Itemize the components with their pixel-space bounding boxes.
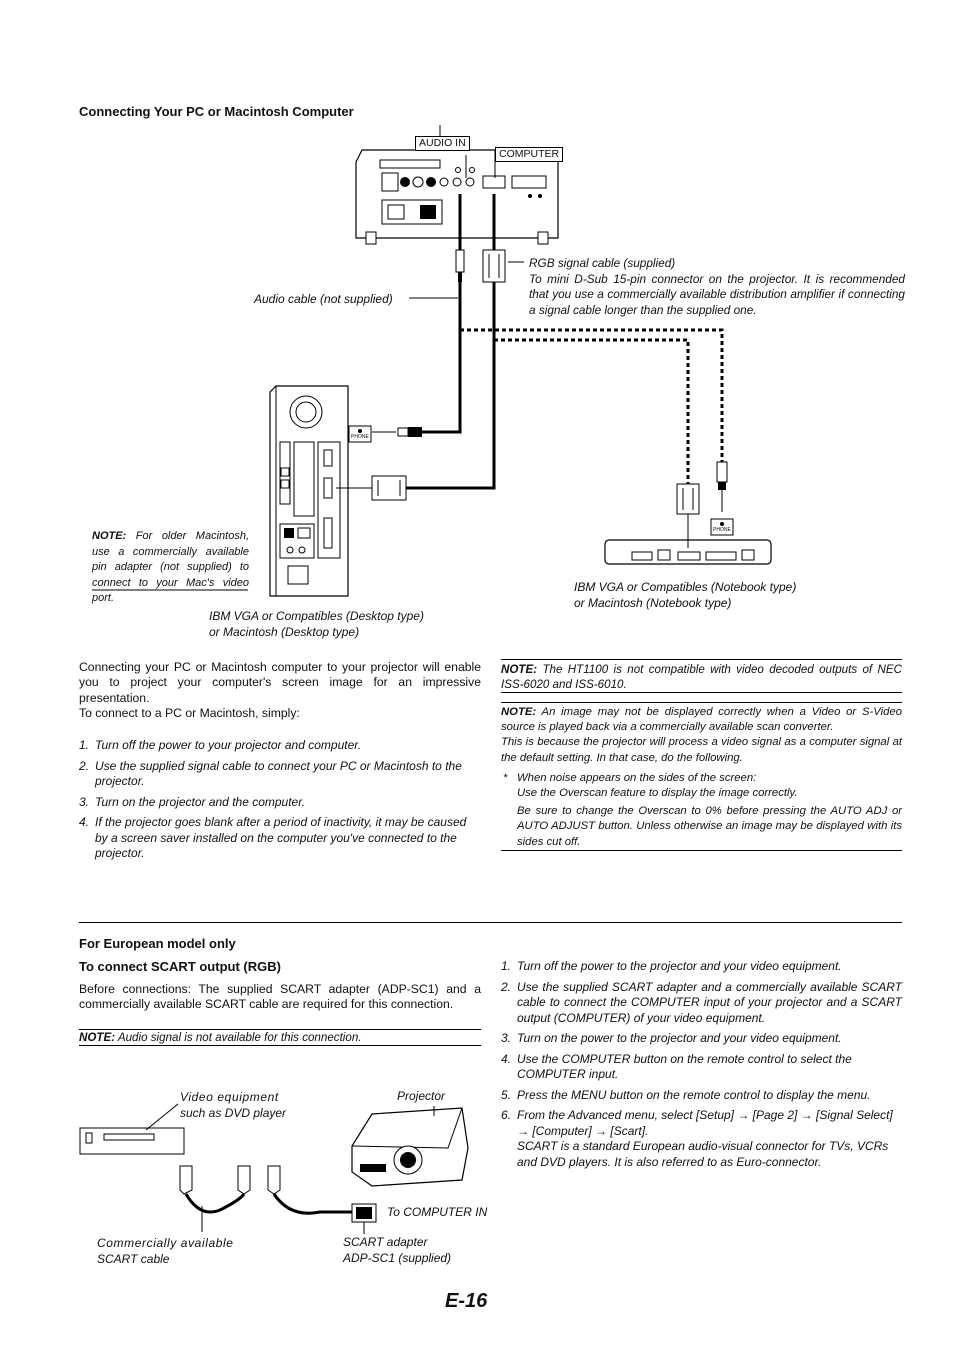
rgb-cable-caption: RGB signal cable (supplied) To mini D-Su… <box>529 256 905 318</box>
intro-text-2: To connect to a PC or Macintosh, simply: <box>79 705 300 720</box>
scart-step: 4.Use the COMPUTER button on the remote … <box>501 1051 852 1082</box>
scart-step: 6.From the Advanced menu, select [Setup]… <box>501 1108 893 1169</box>
audio-cable-caption: Audio cable (not supplied) <box>254 292 393 306</box>
projector-rear-illustration <box>355 149 559 245</box>
rgb-cable-title: RGB signal cable (supplied) <box>529 256 676 270</box>
rgb-cable-desc: To mini D-Sub 15-pin connector on the pr… <box>529 271 905 317</box>
scan-note-text: An image may not be displayed correctly … <box>501 706 902 734</box>
notebook-caption: IBM VGA or Compatibles (Notebook type) o… <box>574 579 796 611</box>
intro-paragraph: Connecting your PC or Macintosh computer… <box>79 660 481 721</box>
to-computer-in-caption: To COMPUTER IN <box>387 1205 488 1219</box>
compat-note-prefix: NOTE: <box>501 663 538 676</box>
computer-port-label: COMPUTER <box>495 147 564 162</box>
compat-note: NOTE: The HT1100 is not compatible with … <box>501 662 902 692</box>
scart-adapter-line1: SCART adapter <box>343 1235 428 1249</box>
scart-cable-line1: Commercially available <box>97 1236 234 1250</box>
section-heading-pc: Connecting Your PC or Macintosh Computer <box>79 104 354 119</box>
audio-in-label: AUDIO IN <box>415 136 470 151</box>
scart-adapter-line2: ADP-SC1 (supplied) <box>343 1251 452 1265</box>
scan-converter-note: NOTE: An image may not be displayed corr… <box>501 705 902 850</box>
scan-note-prefix: NOTE: <box>501 706 537 718</box>
scan-note-text2: This is because the projector will proce… <box>501 736 902 764</box>
pc-step: 2.Use the supplied signal cable to conne… <box>79 758 462 789</box>
european-model-heading: For European model only <box>79 936 236 951</box>
projector-caption: Projector <box>397 1089 446 1103</box>
compat-note-text: The HT1100 is not compatible with video … <box>501 663 902 691</box>
scan-note-star: * <box>503 771 508 784</box>
desktop-caption-line2: or Macintosh (Desktop type) <box>209 625 360 639</box>
page-number: E-16 <box>445 1290 488 1312</box>
scart-heading: To connect SCART output (RGB) <box>79 959 281 974</box>
scart-adapter-caption: SCART adapter ADP-SC1 (supplied) <box>343 1234 451 1266</box>
projector-illustration <box>351 1107 469 1187</box>
scart-step: 3.Turn on the power to the projector and… <box>501 1031 842 1045</box>
mac-note-prefix: NOTE: <box>92 530 127 542</box>
phone-label-desktop: PHONE <box>351 434 369 440</box>
mac-note-text: For older Macintosh, use a commercially … <box>92 530 250 604</box>
scan-note-bullet1: When noise appears on the sides of the s… <box>517 771 757 784</box>
pc-step: 4.If the projector goes blank after a pe… <box>79 815 467 860</box>
scart-before-text: Before connections: The supplied SCART a… <box>79 982 481 1012</box>
notebook-computer-illustration <box>604 539 772 565</box>
video-eq-line2: such as DVD player <box>180 1106 287 1120</box>
notebook-caption-line2: or Macintosh (Notebook type) <box>574 596 732 610</box>
scart-step: 5.Press the MENU button on the remote co… <box>501 1087 871 1102</box>
video-equipment-caption: Video equipment such as DVD player <box>180 1089 286 1121</box>
scart-cable-caption: Commercially available SCART cable <box>97 1235 234 1267</box>
scart-step: 1.Turn off the power to the projector an… <box>501 959 842 973</box>
pc-step: 3.Turn on the projector and the computer… <box>79 794 306 809</box>
scan-note-bullet3: Be sure to change the Overscan to 0% bef… <box>517 805 902 848</box>
desktop-caption: IBM VGA or Compatibles (Desktop type) or… <box>209 608 424 640</box>
pc-step: 1.Turn off the power to your projector a… <box>79 738 362 752</box>
scart-note-prefix: NOTE: <box>79 1031 116 1044</box>
scart-note-text: Audio signal is not available for this c… <box>117 1031 362 1044</box>
phone-label-notebook: PHONE <box>713 527 731 533</box>
scart-steps-list: 1.Turn off the power to the projector an… <box>501 959 902 1175</box>
scart-note: NOTE: Audio signal is not available for … <box>79 1030 362 1045</box>
desktop-caption-line1: IBM VGA or Compatibles (Desktop type) <box>209 609 424 623</box>
scart-step: 2.Use the supplied SCART adapter and a c… <box>501 979 902 1025</box>
scart-cable-line2: SCART cable <box>97 1252 170 1266</box>
scart-step6-extra: SCART is a standard European audio-visua… <box>517 1139 889 1169</box>
pc-steps-list: 1.Turn off the power to your projector a… <box>79 738 481 867</box>
mac-note: NOTE: For older Macintosh, use a commerc… <box>92 529 249 607</box>
desktop-computer-illustration <box>269 385 349 597</box>
dvd-player-illustration <box>79 1127 185 1155</box>
scan-note-bullet2: Use the Overscan feature to display the … <box>517 787 798 800</box>
pc-connection-diagram <box>92 125 772 597</box>
video-eq-line1: Video equipment <box>180 1090 279 1104</box>
intro-text-1: Connecting your PC or Macintosh computer… <box>79 660 481 705</box>
notebook-caption-line1: IBM VGA or Compatibles (Notebook type) <box>574 580 797 594</box>
